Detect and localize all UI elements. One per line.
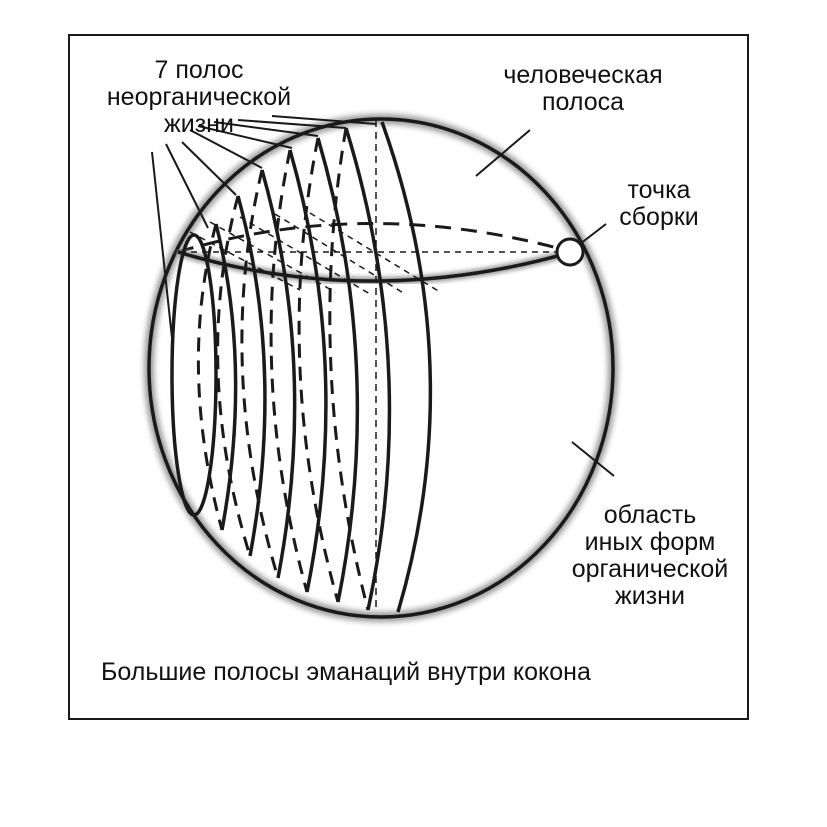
inorganic-band-2 [316, 137, 360, 603]
inorganic-band-7 [170, 233, 218, 517]
inorganic-bands [170, 127, 392, 611]
inorganic-band-1-back [328, 127, 370, 611]
label-inorganic-bands: 7 полос неорганической жизни [106, 56, 292, 138]
label-assemblage-point: точка сборки [619, 176, 699, 231]
inorganic-band-3 [288, 149, 328, 593]
human-band-arc [380, 121, 433, 613]
leader-lines [151, 115, 615, 477]
leader-inorganic-2 [165, 143, 209, 229]
inorganic-band-1 [344, 127, 392, 611]
leader-human-band [475, 129, 531, 177]
equator-plane [176, 212, 574, 295]
inorganic-band-6-back [196, 223, 224, 531]
leader-inorganic-5 [197, 125, 293, 149]
inorganic-band-6 [214, 223, 238, 531]
inorganic-band-4-back [240, 169, 280, 579]
leader-inorganic-3 [181, 141, 237, 196]
leader-assemblage-point [579, 223, 607, 245]
inorganic-band-3-back [269, 149, 309, 593]
inorganic-band-4 [260, 169, 297, 579]
leader-inorganic-8 [271, 115, 377, 125]
inorganic-band-5 [236, 195, 267, 557]
label-human-band: человеческая полоса [503, 61, 663, 116]
inorganic-band-5-back [216, 195, 252, 557]
assemblage-point-marker [555, 237, 585, 267]
leader-organic-region [571, 441, 615, 477]
label-organic-region: область иных форм органической жизни [571, 501, 729, 610]
cocoon-outline [147, 117, 615, 619]
inorganic-band-2-back [297, 137, 340, 603]
leader-inorganic-4 [189, 129, 263, 169]
leader-inorganic-7 [237, 119, 347, 129]
diagram-frame [68, 34, 749, 720]
diagram-caption: Большие полосы эманаций внутри кокона [101, 658, 591, 686]
leader-inorganic-6 [213, 121, 319, 137]
leader-inorganic-1 [151, 151, 173, 339]
